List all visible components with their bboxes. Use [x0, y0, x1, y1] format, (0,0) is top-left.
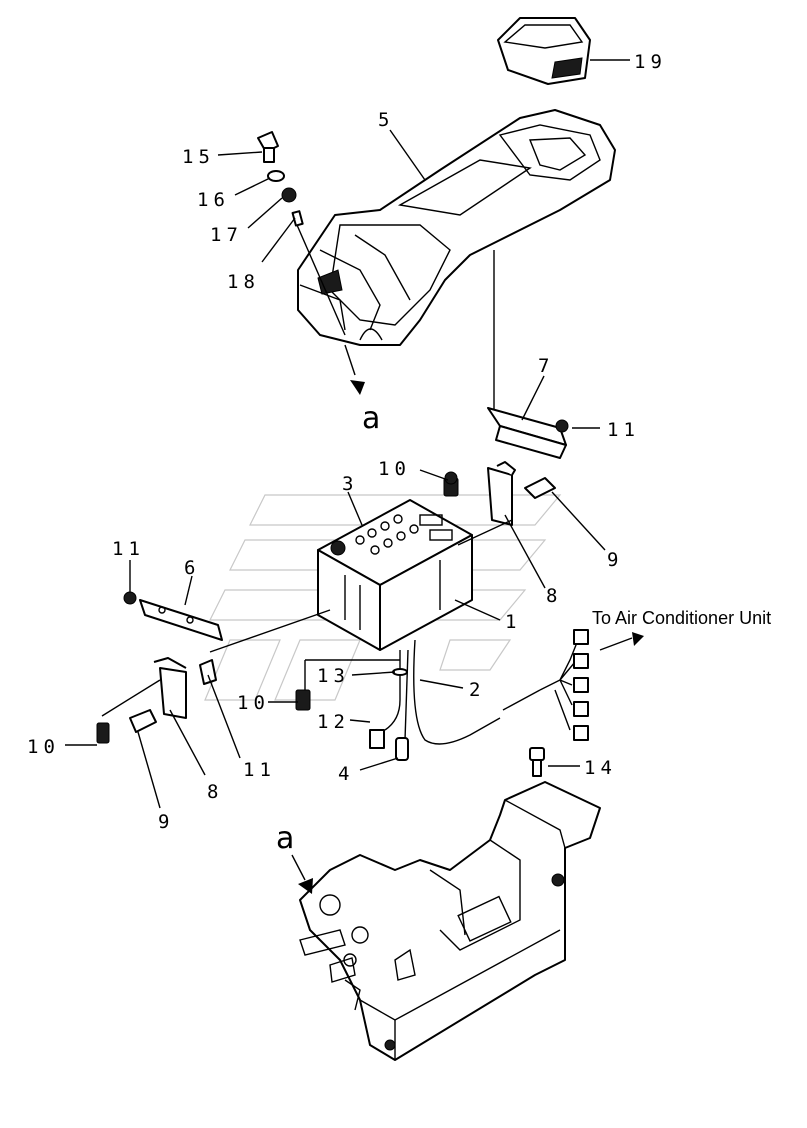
part-19-tray: [497, 17, 591, 85]
label-8-right: 8: [546, 585, 562, 607]
label-12: 12: [317, 711, 350, 733]
wire-harness: [369, 639, 541, 761]
label-9-left: 9: [158, 811, 174, 833]
label-5: 5: [378, 109, 394, 131]
part-3-control-panel: [317, 499, 513, 651]
view-arrow-a-bottom: [291, 854, 313, 894]
label-11-left: 11: [112, 538, 145, 560]
view-marker-a-top: a: [362, 401, 380, 436]
part-5-console-cover: [297, 109, 616, 346]
label-11-bottom: 11: [243, 759, 276, 781]
air-conditioner-note: To Air Conditioner Unit: [592, 608, 771, 628]
view-marker-a-bottom: a: [276, 821, 294, 856]
part-14-bolt: [529, 747, 545, 777]
leader-lines: [65, 59, 630, 809]
label-18: 18: [227, 271, 260, 293]
label-2: 2: [469, 679, 485, 701]
part-labels: 19 5 15 16 17 18 7 11 10 3 9 8 1 11 6 13…: [27, 51, 771, 856]
label-6: 6: [184, 557, 200, 579]
console-frame: [299, 781, 601, 1061]
ac-connectors: [539, 629, 644, 741]
label-10-middle: 10: [237, 692, 270, 714]
part-6-bracket-left: [123, 591, 331, 685]
part-7-bracket: [487, 250, 569, 459]
label-16: 16: [197, 189, 230, 211]
label-14: 14: [584, 757, 617, 779]
label-17: 17: [210, 224, 243, 246]
label-4: 4: [338, 763, 354, 785]
label-9-right: 9: [607, 549, 623, 571]
label-8-left: 8: [207, 781, 223, 803]
label-19: 19: [634, 51, 667, 73]
label-13: 13: [317, 665, 350, 687]
label-3: 3: [342, 473, 358, 495]
label-7: 7: [538, 355, 554, 377]
fastener-stack-15-18: [257, 131, 346, 336]
label-15: 15: [182, 146, 215, 168]
part-8-bracket-right: [443, 461, 556, 526]
part-8-bracket-left: [96, 657, 400, 744]
view-arrow-a-top: [344, 344, 365, 395]
label-10-left: 10: [27, 736, 60, 758]
label-1: 1: [505, 611, 521, 633]
label-11-right: 11: [607, 419, 640, 441]
label-10-top: 10: [378, 458, 411, 480]
